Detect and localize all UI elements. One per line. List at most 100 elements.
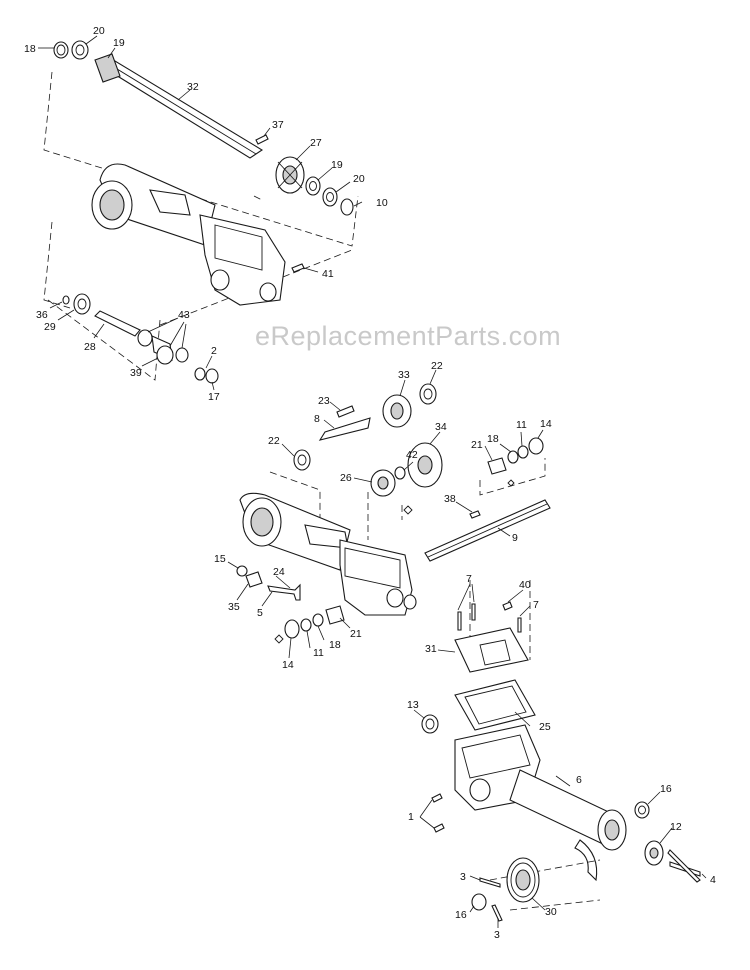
callout-label: 12 [670, 821, 682, 833]
callout-label: 36 [36, 309, 48, 321]
callout-label: 18 [329, 639, 341, 651]
callout-label: 22 [431, 360, 443, 372]
roll-pin [255, 134, 269, 145]
callout-label: 30 [545, 906, 557, 918]
callout-label: 19 [331, 159, 343, 171]
callout-label: 13 [407, 699, 419, 711]
callout-leaders [38, 35, 707, 928]
callout-label: 24 [273, 566, 285, 578]
bolt [471, 603, 476, 621]
hub-12 [644, 840, 664, 866]
gasket [454, 679, 536, 731]
callout-label: 18 [487, 433, 499, 445]
washer-small [205, 368, 219, 384]
callout-label: 2 [211, 345, 217, 357]
key [469, 510, 481, 519]
wheel-hub-30 [506, 857, 540, 903]
callout-label: 42 [406, 449, 418, 461]
seal-14 [528, 437, 544, 455]
bushing-21-lower [325, 605, 345, 625]
callout-numbers: 18 20 19 32 37 27 19 20 10 41 36 29 28 4… [24, 25, 716, 941]
callout-label: 39 [130, 367, 142, 379]
screw-1 [433, 823, 445, 833]
callout-label: 21 [471, 439, 483, 451]
callout-label: 25 [539, 721, 551, 733]
transmission-housing-upper [91, 163, 286, 306]
callout-label: 41 [322, 268, 334, 280]
callout-label: 43 [178, 309, 190, 321]
callout-label: 34 [435, 421, 447, 433]
screw [291, 263, 305, 273]
cover-plate [454, 627, 529, 673]
callout-label: 14 [282, 659, 294, 671]
phantom-frame-middle [269, 458, 546, 540]
lower-assembly [421, 580, 701, 922]
spring [245, 571, 263, 588]
seal-14-lower [284, 619, 300, 639]
detent-ball [236, 565, 248, 577]
callout-label: 3 [460, 871, 466, 883]
callout-label: 28 [84, 341, 96, 353]
callout-label: 29 [44, 321, 56, 333]
callout-label: 40 [519, 579, 531, 591]
callout-label: 18 [24, 43, 36, 55]
callout-label: 11 [313, 647, 324, 659]
callout-label: 20 [353, 173, 365, 185]
callout-label: 16 [455, 909, 467, 921]
callout-label: 27 [310, 137, 322, 149]
bolt-40 [502, 601, 513, 611]
callout-label: 26 [340, 472, 352, 484]
bolt [457, 611, 462, 631]
callout-label: 17 [208, 391, 220, 403]
retaining-ring [53, 41, 69, 59]
shaft-spline-end [94, 53, 121, 83]
middle-assembly [236, 383, 551, 644]
callout-label: 11 [516, 419, 527, 431]
callout-label: 35 [228, 601, 240, 613]
callout-label: 38 [444, 493, 456, 505]
callout-label: 14 [540, 418, 552, 430]
axle-housing [454, 724, 627, 882]
snap-ring [340, 198, 354, 216]
callout-label: 20 [93, 25, 105, 37]
gear-34 [407, 442, 443, 488]
callout-label: 4 [710, 874, 716, 886]
bearing [305, 176, 321, 196]
callout-label: 37 [272, 119, 284, 131]
washer-11-lower [300, 618, 312, 632]
small-ball [62, 295, 70, 305]
seal-16-right [634, 801, 650, 819]
bushing-21 [487, 457, 507, 475]
upper-assembly [43, 40, 359, 384]
gear-33 [382, 394, 412, 428]
callout-label: 15 [214, 553, 226, 565]
callout-label: 21 [350, 628, 362, 640]
callout-label: 8 [314, 413, 320, 425]
seal-16-lower [471, 893, 487, 911]
bolt [517, 617, 522, 633]
bearing-22-top [419, 383, 437, 405]
callout-label: 3 [494, 929, 500, 941]
callout-label: 33 [398, 369, 410, 381]
phantom-hub-lines [489, 859, 601, 911]
spur-gear [275, 156, 305, 194]
callout-label: 9 [512, 532, 518, 544]
screw-1 [431, 793, 443, 803]
pin [336, 405, 355, 418]
washer-11 [517, 445, 529, 459]
callout-label: 32 [187, 81, 199, 93]
callout-label: 22 [268, 435, 280, 447]
nut [194, 367, 206, 381]
callout-label: 6 [576, 774, 582, 786]
stud-3 [479, 877, 501, 888]
phantom-frame-upper [43, 71, 359, 381]
countershaft [318, 417, 371, 441]
callout-label: 5 [257, 607, 263, 619]
stud-4 [667, 849, 701, 883]
washer-18-lower [312, 613, 324, 627]
callout-label: 10 [376, 197, 388, 209]
callout-label: 7 [533, 599, 539, 611]
callout-label: 7 [466, 573, 472, 585]
